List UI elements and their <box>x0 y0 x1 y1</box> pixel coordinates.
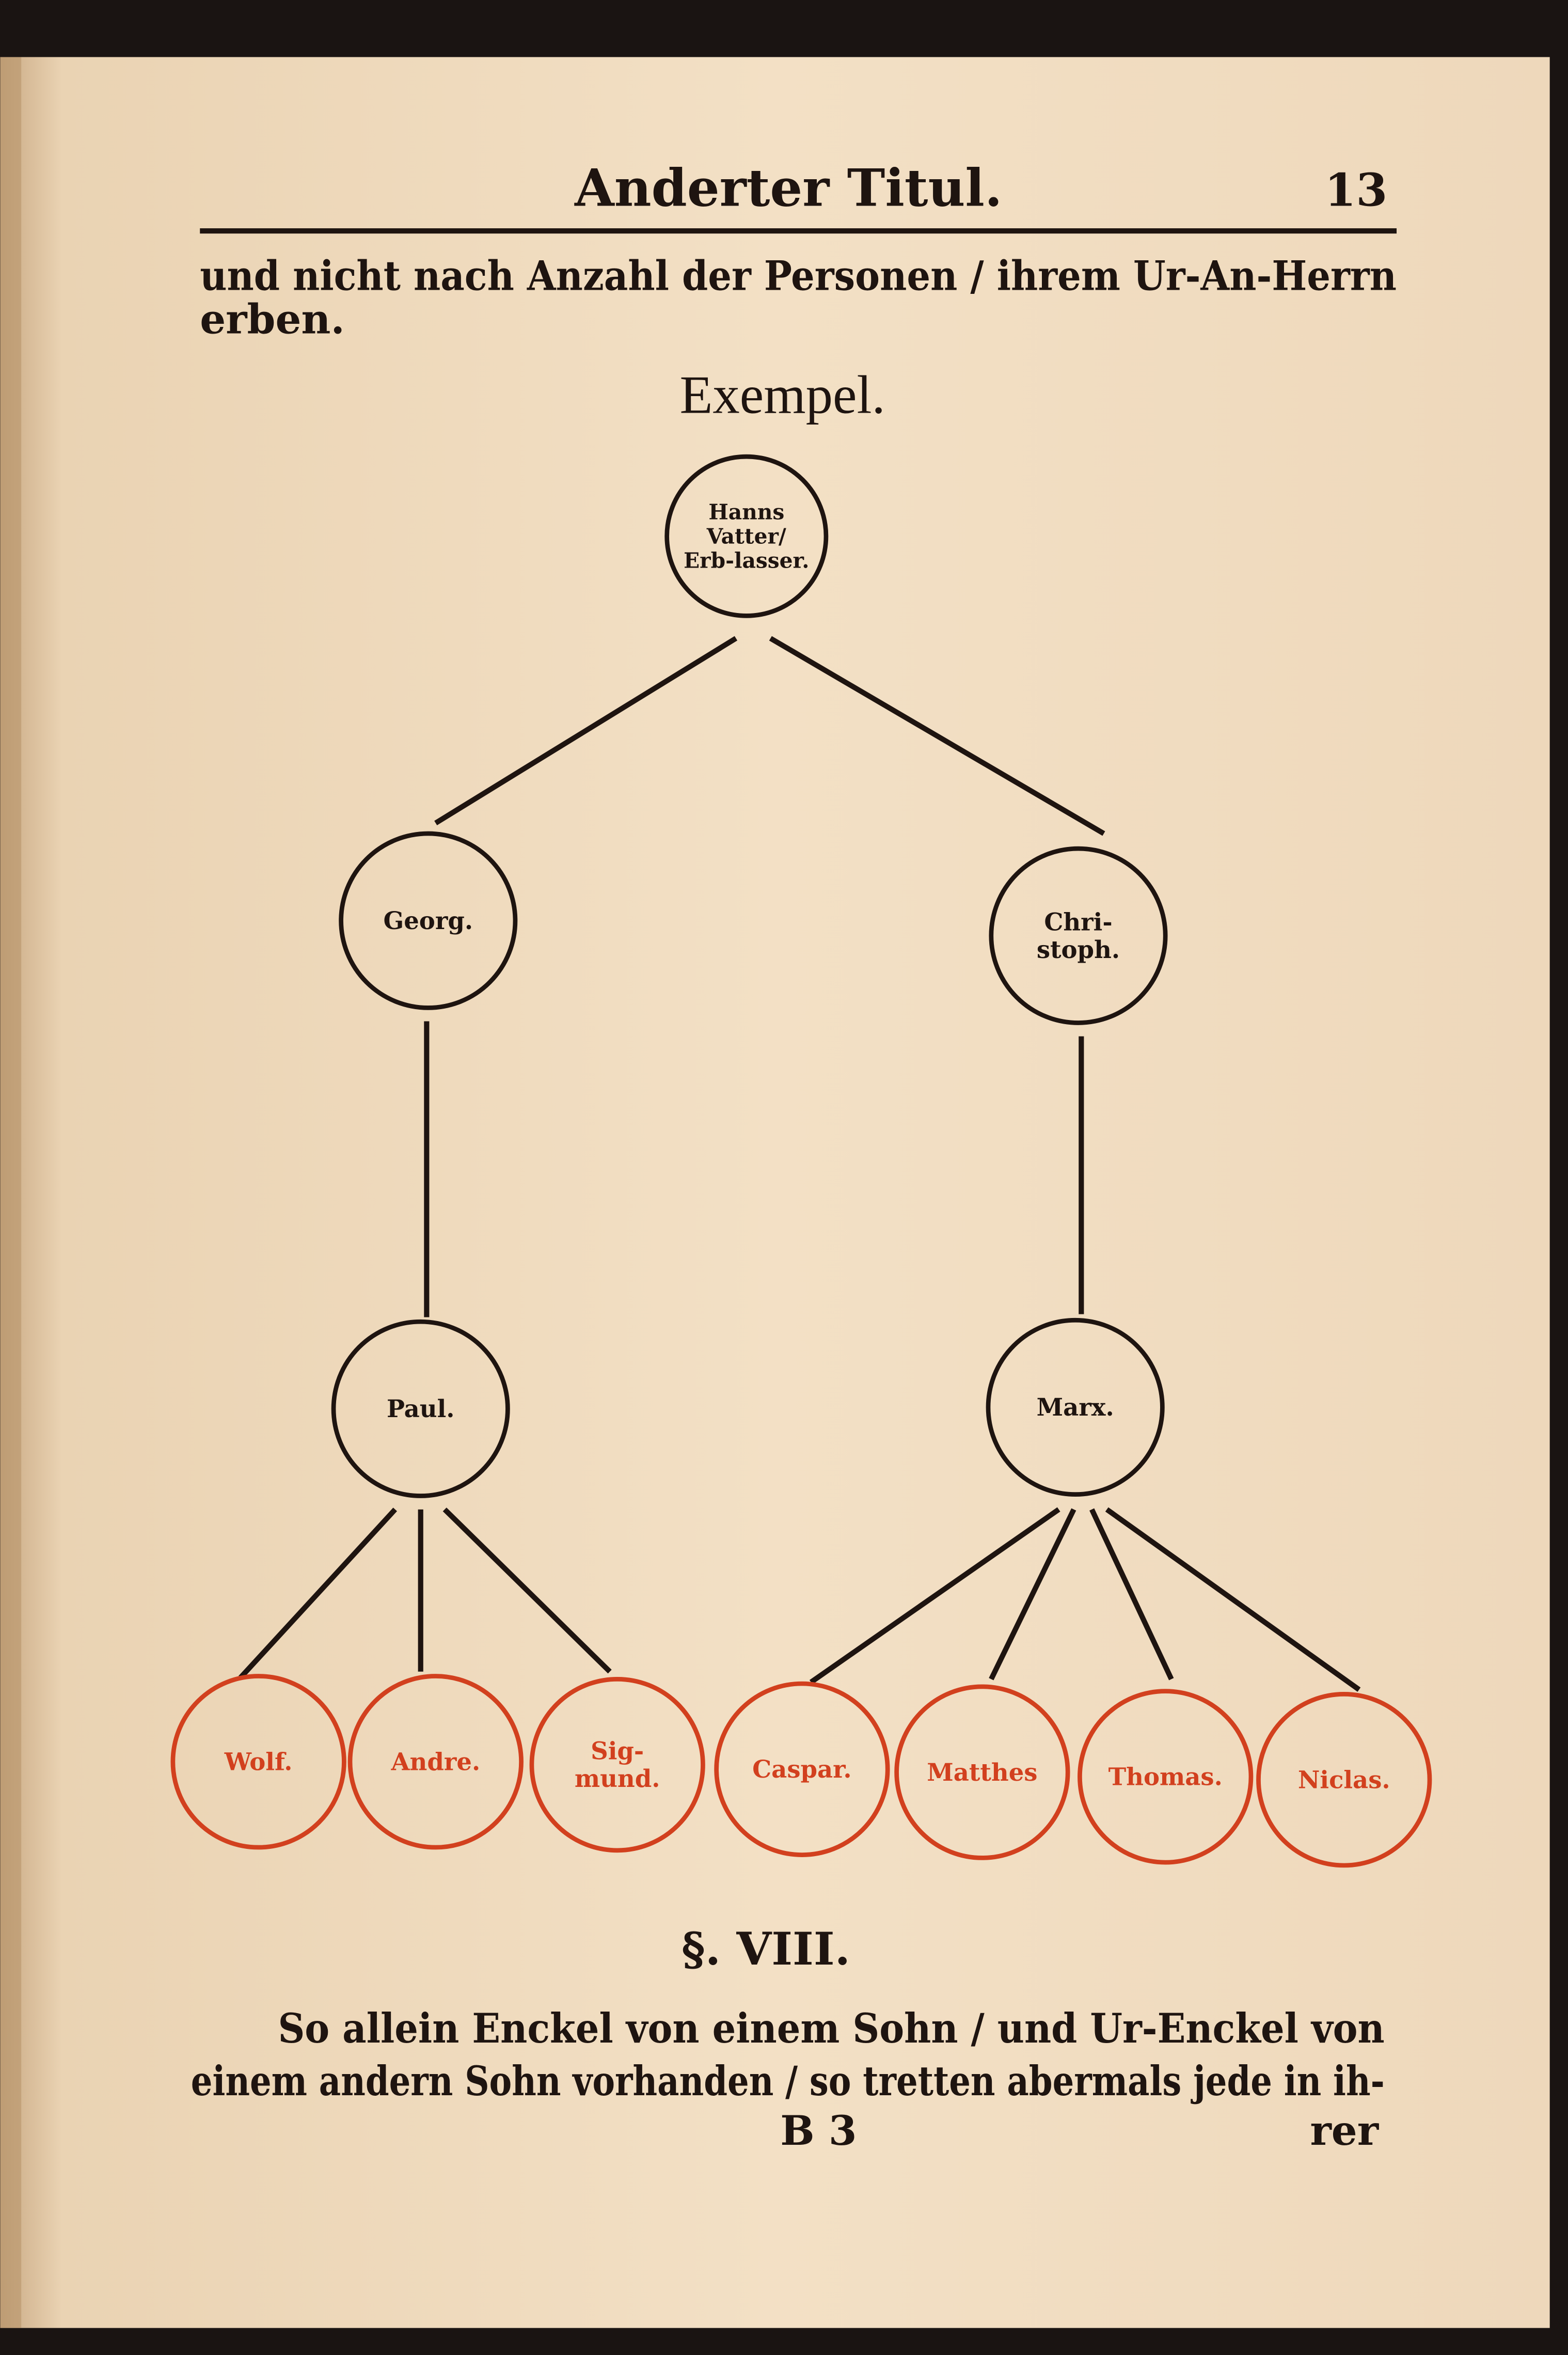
son-node-circle <box>989 846 1168 1025</box>
connector-line <box>809 1507 1060 1685</box>
son-node-label: stoph. <box>1037 935 1120 964</box>
body-line-1: und nicht nach Anzahl der Personen / ihr… <box>200 252 1397 300</box>
great-grandson-node-label: Sig- <box>591 1737 644 1765</box>
grandson-node-label: Paul. <box>387 1394 455 1423</box>
son-node-label: Chri- <box>1044 907 1112 936</box>
root-node-label: Hanns <box>708 500 784 525</box>
great-grandson-node-circle <box>1078 1689 1254 1865</box>
great-grandson-node-label: Thomas. <box>1108 1763 1223 1791</box>
son-node-circle <box>339 831 518 1010</box>
signature-mark: B 3 <box>780 2107 857 2155</box>
connector-line <box>238 1508 398 1679</box>
great-grandson-node-circle <box>347 1674 524 1850</box>
connector-line <box>434 636 738 826</box>
section-line-1: So allein Enckel von einem Sohn / und Ur… <box>278 2004 1384 2052</box>
great-grandson-node-label: Niclas. <box>1298 1765 1390 1794</box>
root-node-label: Erb-lasser. <box>684 548 809 573</box>
great-grandson-node-label: Wolf. <box>224 1748 293 1776</box>
connector-line <box>1105 1507 1361 1692</box>
running-title: Anderter Titul. <box>574 158 1002 218</box>
great-grandson-node-circle <box>170 1674 346 1850</box>
section-heading: §. VIII. <box>682 1922 850 1975</box>
great-grandson-node-circle <box>1256 1692 1432 1868</box>
connector-line <box>769 636 1105 836</box>
grandson-node-circle <box>331 1319 510 1498</box>
page-edge <box>0 57 22 2328</box>
header-rule <box>200 228 1397 234</box>
great-grandson-node-label: Andre. <box>390 1748 480 1776</box>
great-grandson-node-label: mund. <box>575 1764 660 1793</box>
great-grandson-node-circle <box>529 1676 705 1853</box>
paper <box>0 57 1550 2328</box>
section-line-2: einem andern Sohn vorhanden / so tretten… <box>191 2057 1385 2105</box>
root-node-label: Vatter/ <box>706 524 786 548</box>
great-grandson-node-circle <box>714 1681 890 1857</box>
son-node-label: Georg. <box>383 906 473 935</box>
grandson-node-label: Marx. <box>1037 1393 1114 1421</box>
connector-line <box>1089 1508 1174 1681</box>
great-grandson-node-circle <box>894 1684 1070 1860</box>
diagram-title: Exempel. <box>679 365 885 425</box>
page-number: 13 <box>1325 163 1387 216</box>
catchword: rer <box>1310 2107 1379 2155</box>
connector-line <box>989 1508 1076 1681</box>
great-grandson-node-label: Matthes <box>927 1758 1037 1786</box>
great-grandson-node-label: Caspar. <box>752 1755 851 1783</box>
grandson-node-circle <box>986 1317 1165 1497</box>
body-line-2: erben. <box>200 295 345 343</box>
connector-line <box>442 1508 612 1674</box>
root-node-circle <box>664 454 829 618</box>
